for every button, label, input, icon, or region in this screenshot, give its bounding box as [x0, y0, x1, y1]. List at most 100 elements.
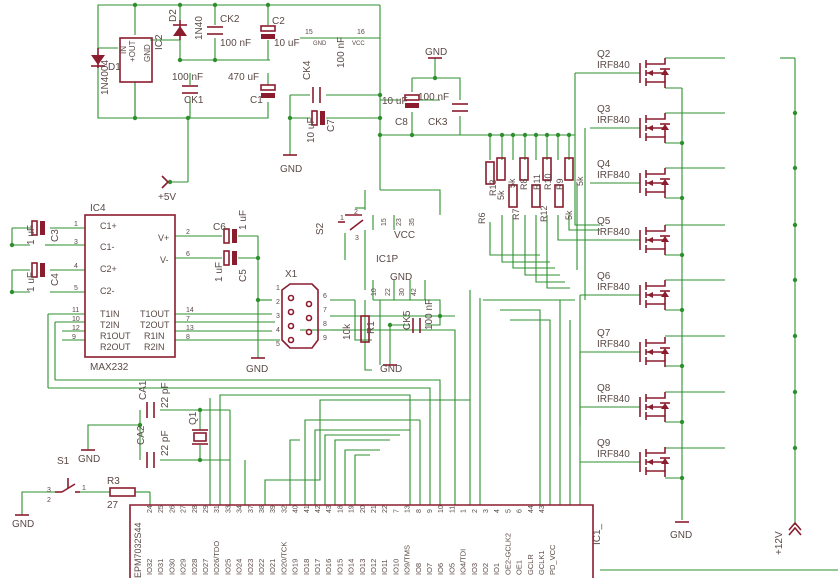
- ic1-pin-num: 22: [382, 505, 389, 513]
- ic1-pin-label: IO13: [358, 559, 367, 575]
- ic4-pin-9: 9: [72, 334, 76, 341]
- ic4-pin-c2m: C2-: [100, 286, 115, 296]
- ic4-pin-1: 1: [74, 221, 78, 228]
- ic1-pin-label: IO3: [470, 563, 479, 575]
- ic4-pin-5: 5: [74, 285, 78, 292]
- gnd-label-1: GND: [425, 47, 447, 58]
- ic1-pin-num: 13: [405, 505, 412, 513]
- s1-pin-b: 1: [82, 485, 86, 492]
- r11-name: R11: [532, 174, 542, 190]
- ic1-pin-num: 8: [416, 509, 423, 513]
- capacitor-c4: 1 uF C4: [26, 262, 61, 292]
- capacitor-ck2: CK2 100 nF: [207, 14, 251, 49]
- s2-pin-a: 2: [354, 209, 358, 216]
- ic1p-name: IC1P: [376, 254, 399, 265]
- ic1-pin-label: GCLK1: [537, 550, 546, 575]
- r12-value: 5k: [564, 210, 574, 220]
- c3-value: 1 uF: [26, 225, 37, 245]
- ic1-name: IC1_: [592, 523, 603, 545]
- ic1-pin-num: 18: [337, 505, 344, 513]
- ck2-value: 100 nF: [220, 38, 251, 49]
- capacitor-c7: 10 uF C7: [306, 110, 337, 143]
- ic1-pin-num: 32: [281, 505, 288, 513]
- mosfet-column: Q2IRF840Q3IRF840Q4IRF840Q5IRF840Q6IRF840…: [597, 49, 670, 477]
- r12-name: R12: [539, 205, 549, 222]
- plus12v-label: +12V: [774, 531, 785, 555]
- regulator-ic2: IN +OUT GND IC2: [119, 34, 165, 83]
- ic1-pin-num: 39: [270, 505, 277, 513]
- ic4-pin-12: 12: [72, 325, 80, 332]
- r9-name: R9: [555, 178, 565, 190]
- ic1-pin-label: IO20/TCK: [279, 542, 288, 575]
- capacitor-ck5: CK5 100 nF: [402, 299, 435, 333]
- ic1-pin-row: 24IO3225IO3126IO3027IO2928IO2829IO2731IO…: [145, 505, 557, 575]
- ic4-pin-10: 10: [72, 316, 80, 323]
- plus5v-label: +5V: [158, 192, 176, 203]
- ic1p-block: 15 23 35 VCC IC1P 10 22 30 42 GND: [371, 218, 418, 296]
- junctions: [9, 2, 798, 481]
- ic1-pin-num: 4: [494, 509, 501, 513]
- ic1-pin-label: IO11: [380, 559, 389, 575]
- d1-value: 1N4004: [100, 60, 111, 95]
- resistor-r3: R3 27: [107, 476, 136, 511]
- ic1-part: EPM7032S44: [133, 522, 143, 578]
- capacitor-ca2: CA2 22 pF: [136, 425, 171, 468]
- ic4-max232: IC4 MAX232 1 C1+ 3 C1- 4 C2+ 5 C2- 11 T1…: [72, 203, 194, 373]
- c7-name: C7: [326, 119, 337, 132]
- ic1-pin-num: 29: [203, 505, 210, 513]
- ic4-pin-6: 6: [186, 251, 190, 258]
- gnd-label-2: GND: [280, 164, 302, 175]
- d1-name: D1: [108, 62, 121, 73]
- ic1-pin-num: 20: [360, 505, 367, 513]
- ic1-pin-label: IO28: [190, 559, 199, 575]
- ic2-name: IC2: [154, 34, 165, 50]
- ic1p-vcc: VCC: [394, 230, 415, 241]
- gnd-symbols: GND GND GND GND GND GND GND: [12, 47, 692, 541]
- mosfet-q2-part: IRF840: [597, 60, 630, 71]
- ic1-pin-label: IO26/TDO: [212, 541, 221, 575]
- gnd-label-6: GND: [12, 519, 34, 530]
- ic1-pin-label: IO31: [156, 559, 165, 575]
- connector-x1: X1 1 2 3 4 5 6 7 8 9: [276, 269, 327, 349]
- ic1-pin-label: IO23: [246, 559, 255, 575]
- ic1-pin-num: 40: [293, 505, 300, 513]
- gnd-label-3: GND: [246, 364, 268, 375]
- ic1-pin-num: 42: [315, 505, 322, 513]
- mosfet-q8-part: IRF840: [597, 394, 630, 405]
- ic1-pin-num: 26: [169, 505, 176, 513]
- r7-name: R7: [511, 208, 521, 220]
- ic1-pin-num: 27: [181, 505, 188, 513]
- capacitor-ck1: 100 nF CK1: [172, 72, 204, 106]
- crystal-q1: Q1: [188, 411, 208, 445]
- ck2-name: CK2: [220, 14, 240, 25]
- c8-name: C8: [395, 117, 408, 128]
- ic1-pin-num: 21: [371, 505, 378, 513]
- ic1-pin-num: 38: [259, 505, 266, 513]
- d2-value: 1N40: [194, 16, 205, 40]
- ic1-pin-num: 41: [304, 505, 311, 513]
- s2-pin-b: 1: [340, 215, 344, 222]
- mosfet-q8-name: Q8: [597, 383, 611, 394]
- x1-pin-7: 7: [323, 307, 327, 314]
- ic1-pin-label: IO19: [291, 559, 300, 575]
- ic4-pin-r1out: R1OUT: [100, 331, 131, 341]
- s1-name: S1: [57, 456, 70, 467]
- gnd-label-5: GND: [78, 454, 100, 465]
- ic1-pin-num: 9: [427, 509, 434, 513]
- ic1-pin-label: IO24: [235, 559, 244, 575]
- mosfet-q6-part: IRF840: [597, 282, 630, 293]
- capacitor-c5: 1 uF C5: [214, 250, 249, 282]
- s1-pin-a: 3: [47, 487, 51, 494]
- ic1-pin-num: 19: [349, 505, 356, 513]
- diode-d2: D2 1N40: [168, 9, 205, 40]
- c2-name: C2: [272, 16, 285, 27]
- s2-pin-c: 3: [355, 235, 359, 242]
- ic1-pin-label: IO30: [167, 559, 176, 575]
- ic1p-pin-15: 15: [381, 218, 388, 226]
- top-gnd-label: GND: [313, 41, 327, 47]
- ic1-pin-label: IO1: [492, 563, 501, 575]
- r7-value: 5k: [507, 178, 517, 188]
- ic1-pin-label: IO7: [425, 563, 434, 575]
- capacitor-ck4: CK4 100 nF: [302, 37, 347, 103]
